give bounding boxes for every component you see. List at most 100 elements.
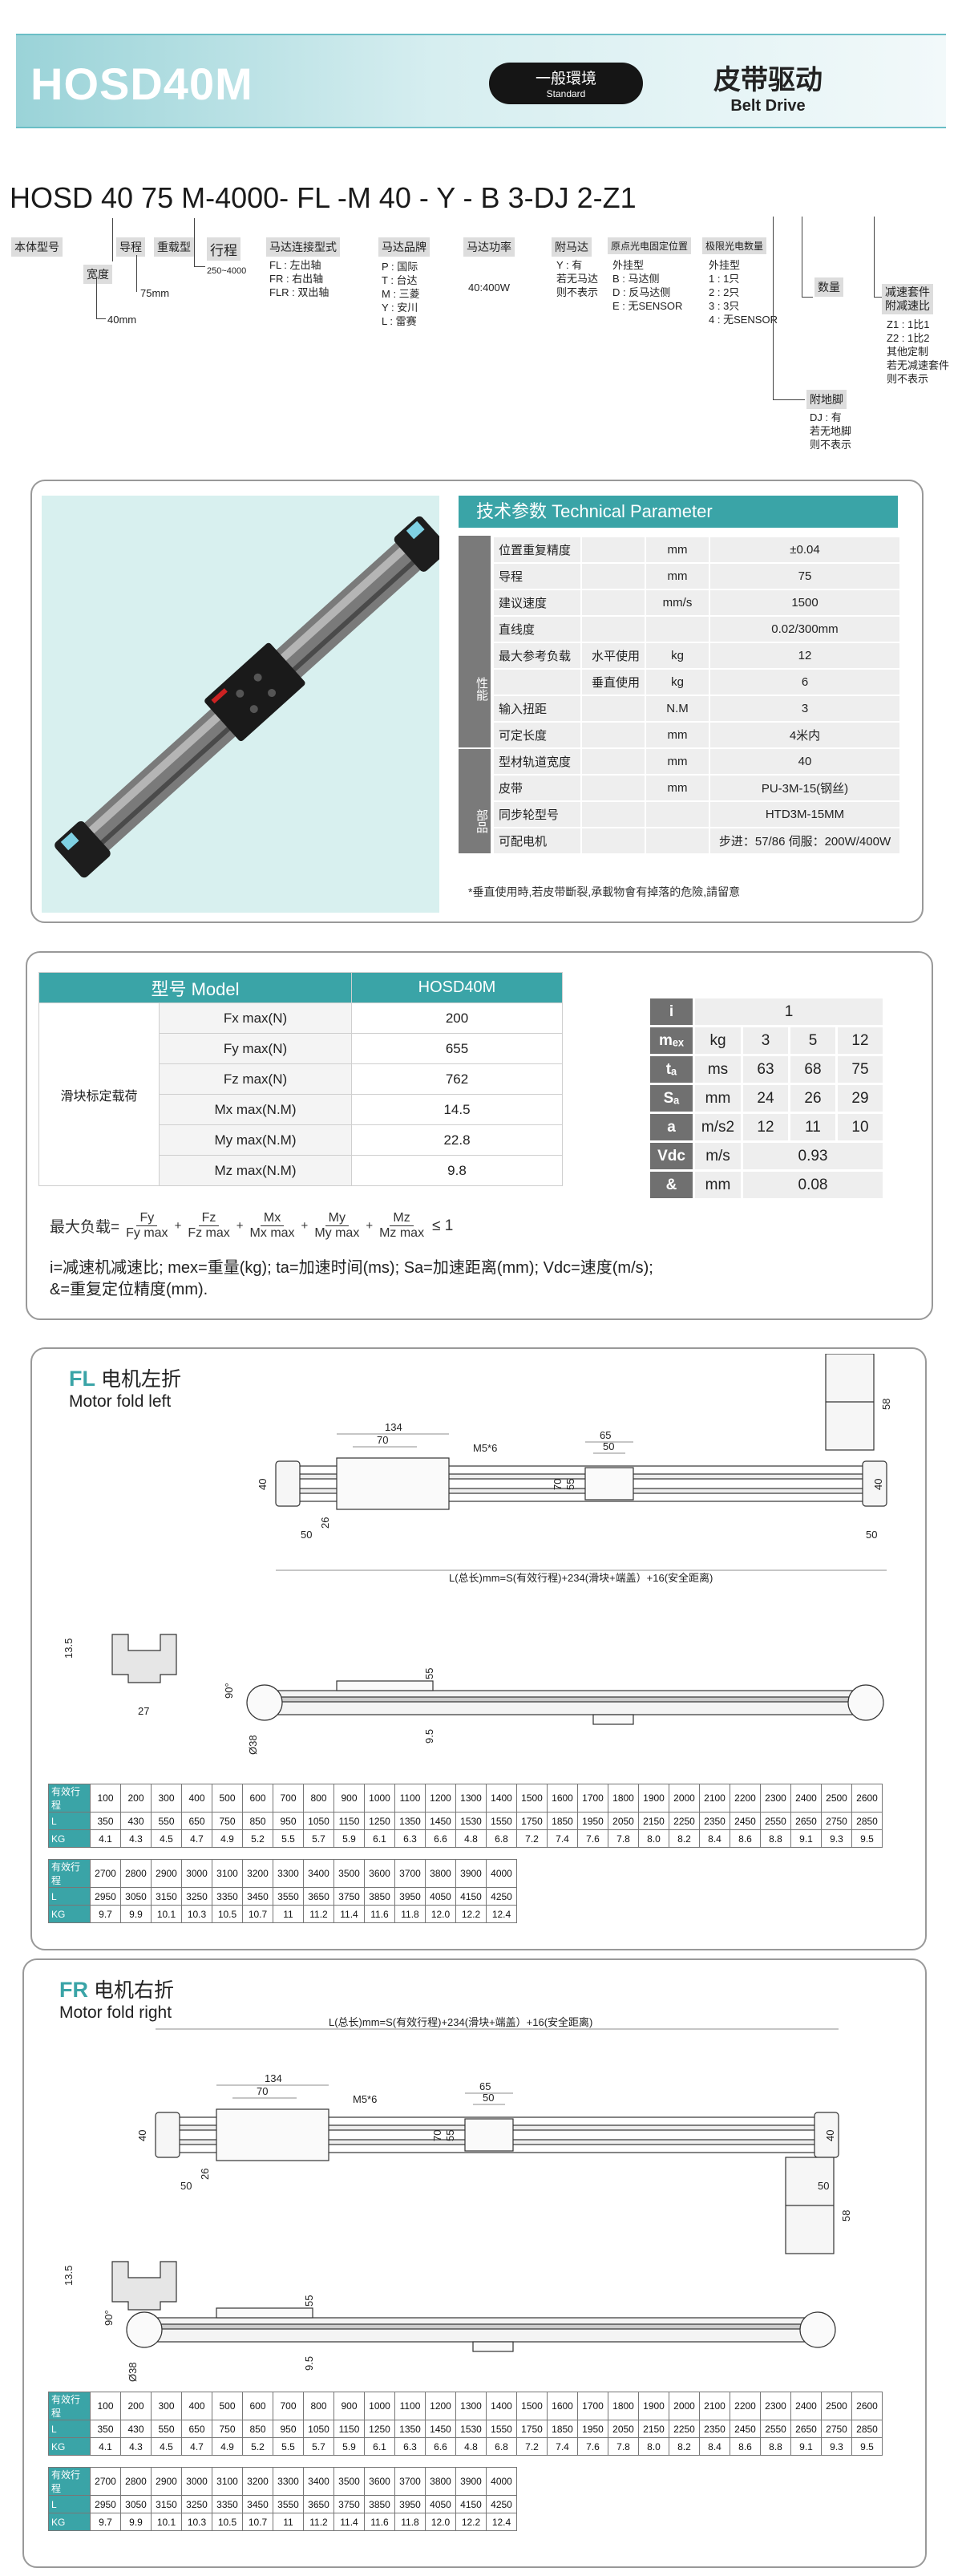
stroke-cell: 950 — [273, 1812, 304, 1830]
stroke-cell: 850 — [242, 1812, 273, 1830]
accel-value: 29 — [835, 1083, 885, 1114]
stroke-row-header: L — [48, 1887, 91, 1906]
stroke-cell: 1850 — [547, 2420, 578, 2438]
stroke-cell: 11 — [273, 1905, 304, 1923]
tech-unit — [645, 615, 710, 643]
stroke-cell: 1400 — [486, 1784, 517, 1813]
stroke-cell: 5.2 — [242, 2437, 273, 2456]
stroke-range: 250~4000 — [207, 266, 247, 276]
accel-value: 3 — [741, 1025, 790, 1056]
stroke-cell: 3400 — [303, 1859, 334, 1888]
tech-value: 0.02/300mm — [709, 615, 901, 643]
order-code: HOSD 40 75 M-4000- FL -M 40 - Y - B 3-DJ… — [10, 181, 637, 214]
dim-9-5: 9.5 — [423, 1729, 435, 1744]
stroke-cell: 3100 — [212, 2467, 243, 2496]
label-foot: 附地脚 — [806, 390, 847, 409]
label-load-type: 重载型 — [154, 237, 194, 257]
stroke-cell: 2500 — [821, 2392, 852, 2420]
stroke-cell: 1250 — [364, 1812, 395, 1830]
stroke-cell: 2950 — [90, 1887, 121, 1906]
fl-code: FL — [69, 1367, 95, 1391]
stroke-cell: 1800 — [608, 2392, 639, 2420]
accel-key: a — [648, 1112, 695, 1143]
stroke-cell: 6.3 — [394, 1829, 426, 1848]
stroke-cell: 2200 — [730, 2392, 761, 2420]
stroke-cell: 3050 — [120, 2495, 152, 2513]
tech-unit — [645, 827, 710, 855]
stroke-cell: 9.9 — [120, 2513, 152, 2531]
stroke-cell: 1050 — [303, 1812, 334, 1830]
dim-total: L(总长)mm=S(有效行程)+234(滑块+端盖）+16(安全距离) — [329, 2016, 592, 2028]
stroke-cell: 4.3 — [120, 2437, 152, 2456]
stroke-cell: 500 — [212, 1784, 243, 1813]
tech-unit: mm — [645, 562, 710, 590]
dim-70: 70 — [377, 1434, 388, 1446]
dim-134: 134 — [385, 1421, 402, 1433]
motor-power-value: 40:400W — [468, 281, 511, 294]
load-value: 655 — [351, 1033, 563, 1064]
stroke-cell: 750 — [212, 1812, 243, 1830]
limit-sensor-options: 外挂型 1 : 1只 2 : 2只 3 : 3只 4 : 无SENSOR — [709, 259, 778, 326]
accel-value: 10 — [835, 1112, 885, 1143]
product-photo — [42, 496, 439, 913]
header-banner: HOSD40M 一般環境 Standard 皮带驱动 Belt Drive — [16, 34, 946, 128]
label-motor-connection: 马达连接型式 — [266, 237, 340, 257]
environment-cn: 一般環境 — [535, 71, 596, 87]
stroke-cell: 2550 — [760, 1812, 791, 1830]
stroke-cell: 3000 — [181, 1859, 212, 1888]
tech-name: 位置重复精度 — [492, 536, 582, 564]
stroke-cell: 3650 — [303, 2495, 334, 2513]
stroke-cell: 430 — [120, 2420, 152, 2438]
formula-num: My — [325, 1211, 349, 1226]
label-origin-sensor: 原点光电固定位置 — [608, 237, 692, 254]
stroke-cell: 2350 — [699, 1812, 730, 1830]
stroke-cell: 3000 — [181, 2467, 212, 2496]
origin-sensor-options: 外挂型 B : 马达侧 D : 反马达侧 E : 无SENSOR — [612, 259, 683, 312]
stroke-cell: 5.5 — [273, 1829, 304, 1848]
stroke-cell: 1550 — [486, 1812, 517, 1830]
stroke-cell: 4.5 — [151, 1829, 182, 1848]
stroke-cell: 8.4 — [699, 2437, 730, 2456]
tech-sub — [580, 721, 646, 749]
stroke-cell: 2000 — [669, 2392, 700, 2420]
fl-title-en: Motor fold left — [69, 1392, 172, 1411]
stroke-cell: 1900 — [638, 1784, 669, 1813]
tech-side-parts: 部品 — [459, 749, 491, 853]
stroke-cell: 3750 — [333, 1887, 365, 1906]
stroke-cell: 5.2 — [242, 1829, 273, 1848]
tech-sub — [580, 747, 646, 776]
accel-key: i — [648, 996, 695, 1027]
stroke-cell: 3300 — [273, 1859, 304, 1888]
tech-unit — [645, 800, 710, 828]
stroke-row-header: KG — [48, 1905, 91, 1923]
accel-value: 12 — [741, 1112, 790, 1143]
stroke-cell: 3350 — [212, 1887, 243, 1906]
stroke-cell: 3200 — [242, 2467, 273, 2496]
stroke-cell: 850 — [242, 2420, 273, 2438]
tech-sub — [580, 800, 646, 828]
environment-en: Standard — [546, 88, 586, 99]
stroke-cell: 7.6 — [577, 1829, 608, 1848]
tech-sub: 水平使用 — [580, 642, 646, 670]
tech-sub — [580, 695, 646, 723]
stroke-cell: 4.7 — [181, 2437, 212, 2456]
label-quantity: 数量 — [814, 277, 843, 297]
motor-connection-options: FL : 左出轴 FR : 右出轴 FLR : 双出轴 — [269, 259, 329, 298]
accel-value: 11 — [788, 1112, 838, 1143]
stroke-cell: 6.3 — [394, 2437, 426, 2456]
load-row: Fy max(N)655 — [39, 1033, 563, 1064]
stroke-cell: 8.4 — [699, 1829, 730, 1848]
